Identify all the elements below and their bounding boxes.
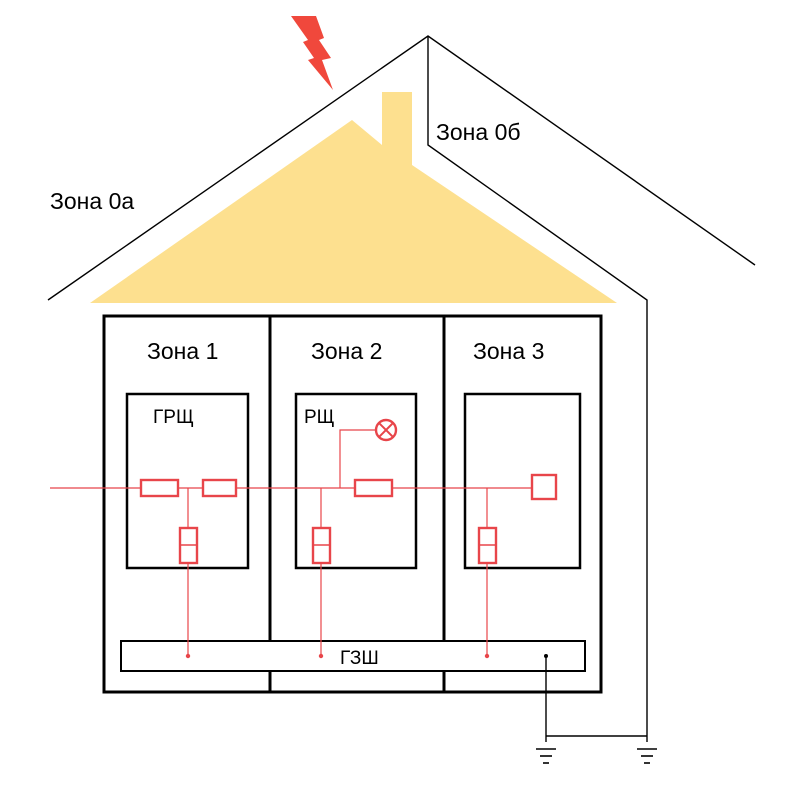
zone-2-floor (268, 668, 446, 694)
label-zone-1: Зона 1 (147, 338, 218, 364)
spd-distribution (353, 478, 394, 498)
spd-zone-3 (530, 473, 558, 501)
zone-3-cabinet (463, 392, 582, 570)
ground-icon (637, 748, 657, 764)
label-zone-2: Зона 2 (311, 338, 382, 364)
label-zone-3: Зона 3 (473, 338, 544, 364)
ground-icon (536, 748, 556, 764)
label-zone-0a: Зона 0а (50, 188, 134, 214)
distribution-board-cabinet (294, 392, 418, 570)
spd-main-1 (139, 478, 180, 498)
earthing-connection-dots (185, 653, 490, 659)
vertical-spd-devices (178, 526, 498, 565)
roof-fill (90, 92, 617, 303)
label-distribution-board: РЩ (304, 407, 335, 428)
building-outline (102, 314, 603, 694)
zone-0b-boundary (427, 36, 648, 742)
surge-protection-devices (139, 473, 558, 501)
wiring (50, 429, 532, 655)
spd-main-2 (201, 478, 238, 498)
grounding-conductors (545, 656, 647, 742)
label-main-earthing-bar: ГЗШ (340, 648, 379, 669)
label-zone-0b: Зона 0б (436, 119, 521, 145)
main-earthing-bar (120, 640, 586, 672)
lamp-icon (374, 418, 398, 442)
lightning-bolt-icon (291, 16, 333, 90)
label-main-switchboard: ГРЩ (153, 407, 194, 428)
